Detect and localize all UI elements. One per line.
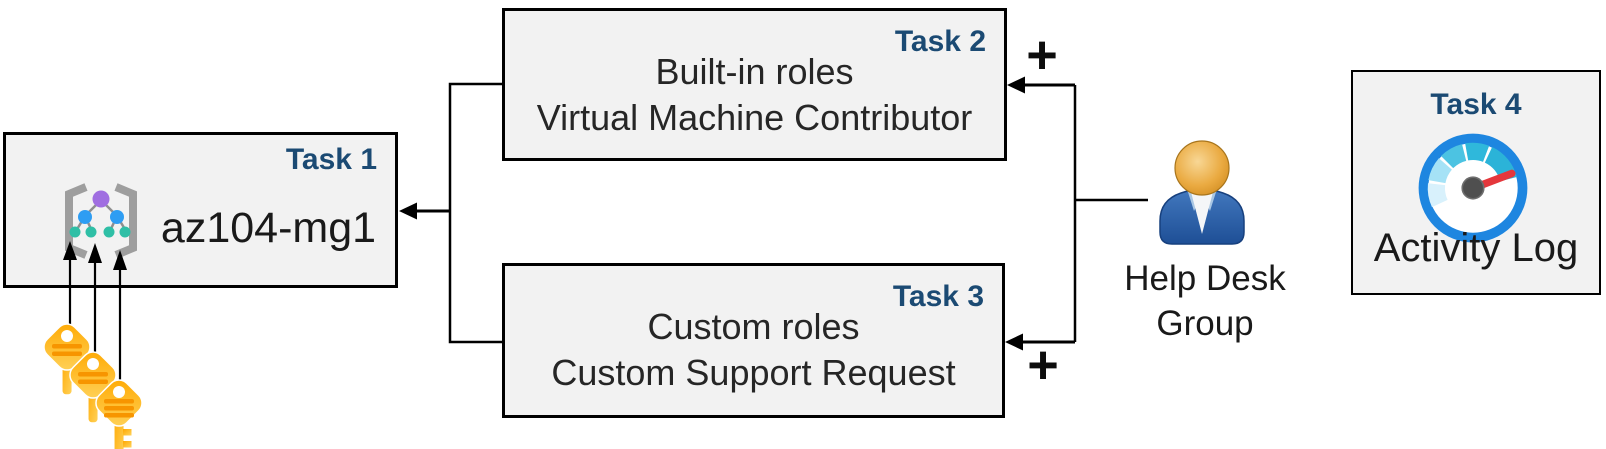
task3-text: Custom roles Custom Support Request — [505, 304, 1002, 396]
task2-box: Task 2 Built-in roles Virtual Machine Co… — [502, 8, 1007, 161]
management-group-icon — [65, 183, 137, 259]
task2-text: Built-in roles Virtual Machine Contribut… — [505, 49, 1004, 141]
task2-line2: Virtual Machine Contributor — [536, 97, 973, 138]
help-desk-group-label: Help Desk Group — [1105, 256, 1305, 346]
task1-label: Task 1 — [285, 143, 377, 176]
task3-line1: Custom roles — [647, 306, 860, 347]
mg-root-node — [92, 190, 110, 208]
person-shirt — [1191, 192, 1213, 234]
bracket-to-task2-task3 — [448, 82, 502, 344]
task4-label: Task 4 — [1430, 88, 1522, 121]
task4-caption: Activity Log — [1373, 226, 1579, 270]
task3-box: Task 3 Custom roles Custom Support Reque… — [502, 263, 1005, 418]
help-desk-group-line2: Group — [1156, 304, 1254, 343]
task3-line2: Custom Support Request — [551, 352, 956, 393]
task2-label: Task 2 — [894, 25, 986, 58]
help-desk-group-icon — [1159, 140, 1245, 245]
person-head — [1174, 140, 1230, 196]
arrowhead-task1 — [399, 202, 417, 220]
activity-log-gauge-icon — [1418, 133, 1528, 243]
task4-box: Task 4 Activity Log — [1351, 70, 1601, 295]
left-bracket — [65, 183, 88, 259]
plus-sign-task3: + — [1027, 335, 1059, 395]
management-group-name: az104-mg1 — [160, 204, 377, 252]
task3-label: Task 3 — [892, 280, 984, 313]
keys-icon — [38, 318, 148, 449]
help-desk-group-line1: Help Desk — [1124, 259, 1286, 298]
gauge-hub — [1461, 176, 1485, 200]
plus-sign-task2: + — [1026, 25, 1058, 85]
task1-box: Task 1 az104-mg1 — [3, 132, 398, 288]
task2-line1: Built-in roles — [655, 51, 854, 92]
gauge-segments — [1427, 142, 1517, 208]
